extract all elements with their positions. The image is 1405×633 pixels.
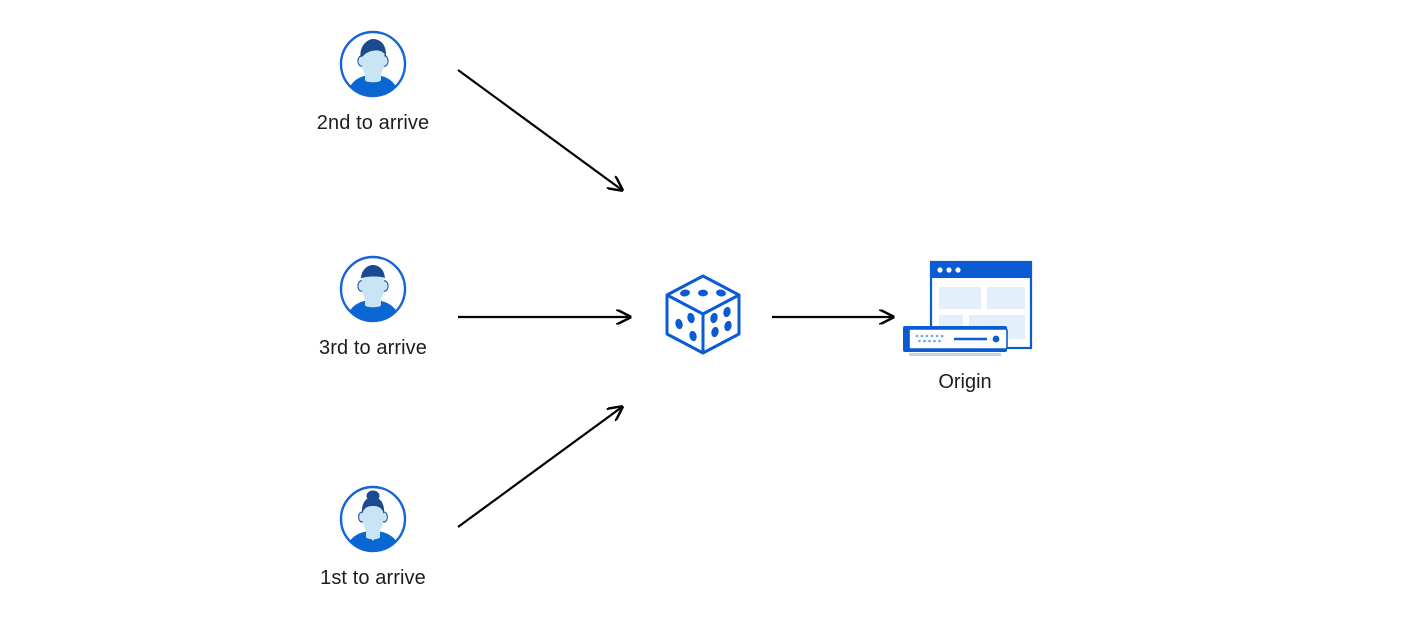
arrow-client-top-to-dice — [457, 69, 622, 190]
user-avatar-icon — [337, 483, 409, 555]
user-avatar-icon — [337, 28, 409, 100]
origin-node[interactable]: Origin — [895, 258, 1035, 394]
origin-server-icon — [895, 258, 1035, 363]
arrow-client-bottom-to-dice — [457, 407, 622, 528]
client-node-top[interactable]: 2nd to arrive — [300, 28, 446, 135]
client-label-top: 2nd to arrive — [316, 112, 430, 134]
client-node-middle[interactable]: 3rd to arrive — [300, 253, 446, 360]
client-node-bottom[interactable]: 1st to arrive — [300, 483, 446, 590]
origin-label: Origin — [938, 371, 992, 393]
client-label-bottom: 1st to arrive — [320, 567, 426, 589]
user-avatar-icon — [337, 253, 409, 325]
dice-icon — [665, 274, 741, 355]
dice-icon-wrapper[interactable] — [657, 268, 749, 360]
client-label-middle: 3rd to arrive — [318, 337, 427, 359]
